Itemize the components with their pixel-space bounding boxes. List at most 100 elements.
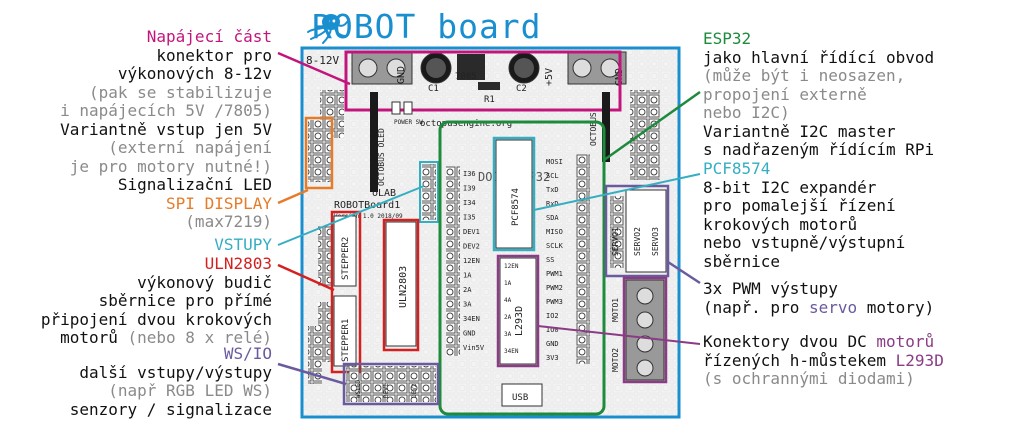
power-note-1: (pak se stabilizuje	[88, 82, 272, 102]
pin-label: 2A	[504, 314, 512, 321]
board-gnd-label-1: GND	[396, 66, 407, 84]
uln-line-2: sběrnice pro přímé	[98, 291, 272, 310]
board-power-label: 8-12V	[306, 54, 339, 67]
inputs-heading: VSTUPY	[214, 235, 272, 254]
pin-label: WSLED	[355, 380, 362, 398]
esp-heading: ESP32	[703, 29, 752, 48]
ws-line: další vstupy/výstupy	[79, 362, 272, 382]
servo-pins	[610, 196, 624, 268]
pwm-annotation: 3x PWM výstupy (např. pro servo motory)	[703, 279, 935, 317]
board-servo1-label: SERVO1	[611, 227, 620, 256]
uln-last-note: (nebo 8 x relé)	[127, 328, 273, 347]
board-r1-label: R1	[484, 95, 495, 105]
pin-label: PWM1	[546, 270, 563, 278]
pin-label: DEV1	[383, 383, 390, 398]
board-octobus-label: OCTOBUS	[589, 112, 598, 146]
pcf-line-5: sběrnice	[703, 251, 781, 271]
pin-label: 4A	[504, 297, 512, 304]
pcf-line-1: 8-bit I2C expandér	[703, 177, 877, 197]
board-usb-label: USB	[512, 393, 528, 403]
l293-highlight	[496, 254, 540, 368]
board-uln-label: ULN2803	[398, 266, 409, 308]
pin-label: IO0	[546, 326, 559, 334]
pin-label: SS	[546, 256, 554, 264]
pin-label: I36	[463, 170, 476, 178]
capacitor-c2	[508, 52, 540, 84]
pin-label: 3A	[504, 331, 512, 338]
power-note2-2: je pro motory nutné!)	[69, 156, 272, 176]
pin-label: DEV1	[463, 228, 480, 236]
pin-header-spi	[308, 120, 332, 182]
dc-l293: L293D	[895, 350, 944, 370]
pin-label: I35	[463, 214, 476, 222]
ws-note: (např RGB LED WS)	[108, 381, 272, 400]
pin-label: MOSI	[546, 158, 563, 166]
pcf-line-4: nebo vstupně/výstupní	[703, 233, 906, 252]
pwm-servo: servo	[808, 297, 858, 317]
pcb-board: 8-12V GND C1 7805 R1 C2 +5V GND OCTOBUS …	[300, 46, 681, 419]
board-stepper1-label: STEPPER1	[341, 319, 351, 362]
uln-line-1: výkonový budič	[137, 272, 272, 292]
esp32-pins-right	[576, 154, 590, 364]
dc-line2-pre: řízených h-můstekem	[703, 350, 896, 370]
board-moto1-label: MOTO1	[611, 298, 620, 322]
l293d-chip	[499, 257, 537, 365]
pin-label: DEV2	[411, 383, 418, 398]
pin-label: DEV2	[463, 243, 480, 251]
board-servo2-label: SERVO2	[633, 227, 642, 256]
board-olab-label: oLAB	[372, 188, 396, 199]
pin-label: SDA	[546, 214, 559, 222]
esp-note-3: nebo I2C)	[703, 103, 790, 122]
capacitor-c1	[420, 52, 452, 84]
pin-label: Vin5V	[463, 344, 485, 352]
pcf8574-chip	[495, 139, 533, 249]
pwm-post: motory)	[857, 297, 935, 317]
regulator-7805	[457, 54, 485, 80]
pin-label: 34EN	[504, 348, 519, 355]
esp-line-2: Variantně I2C master	[703, 121, 896, 141]
oled-header-bar	[370, 92, 378, 192]
board-reg-label: 7805	[455, 72, 477, 82]
pin-label: PWM3	[546, 298, 563, 306]
pin-label: RxD	[546, 200, 559, 208]
dc-motor: motorů	[876, 332, 935, 351]
board-oled-label: OCTOBUS OLED	[377, 128, 386, 186]
servo-connector	[625, 189, 667, 273]
board-servo3-label: SERVO3	[651, 227, 660, 256]
pin-label: 3A	[463, 301, 472, 309]
power-line-2: výkonových 8-12v	[117, 64, 272, 83]
board-pcf-label: PCF8574	[511, 188, 521, 226]
pin-label: TxD	[546, 186, 559, 194]
esp-annotation: ESP32 jako hlavní řídící obvod (může být…	[703, 29, 935, 160]
spi-note: (max7219)	[185, 212, 272, 231]
ws-heading: WS/IO	[223, 344, 272, 363]
uln-last-line: motorů	[60, 328, 118, 347]
board-powersw-label: POWER SW	[394, 119, 423, 126]
esp-line-3: s nadřazeným řídícím RPi	[703, 140, 935, 159]
pin-label: SCL	[546, 172, 559, 180]
pin-label: SCLK	[546, 242, 564, 250]
inputs-header	[422, 164, 436, 220]
uln-line-3: připojení dvou krokových	[40, 309, 272, 329]
board-c2-label: C2	[516, 84, 527, 94]
spi-heading: SPI DISPLAY	[166, 193, 272, 213]
dc-note: (s ochrannými diodami)	[703, 369, 915, 388]
power-note2-1: (externí napájení	[108, 138, 272, 157]
ws-line-2: senzory / signalizace	[69, 399, 272, 419]
right-pin-headers	[630, 90, 660, 180]
ws-left-pins	[308, 326, 322, 384]
dc-pre: Konektory dvou DC	[703, 332, 877, 351]
board-site-label: octopusengine.org	[420, 119, 512, 129]
uln-annotation: ULN2803 výkonový budič sběrnice pro přím…	[40, 254, 273, 348]
pcf-heading: PCF8574	[703, 159, 771, 178]
dc-annotation: Konektory dvou DC motorů řízených h-můst…	[703, 332, 944, 389]
pwm-pre: (např. pro	[703, 297, 809, 317]
esp32-pins-left	[446, 166, 460, 356]
power-heading: Napájecí část	[146, 27, 272, 46]
octopus-logo-icon	[307, 14, 348, 44]
esp-line: jako hlavní řídící obvod	[703, 47, 935, 67]
pin-label: PWM2	[546, 284, 563, 292]
pcf-line-2: pro pomalejší řízení	[703, 196, 896, 215]
pcf-annotation: PCF8574 8-bit I2C expandér pro pomalejší…	[703, 159, 906, 271]
led-line: Signalizační LED	[117, 175, 272, 194]
